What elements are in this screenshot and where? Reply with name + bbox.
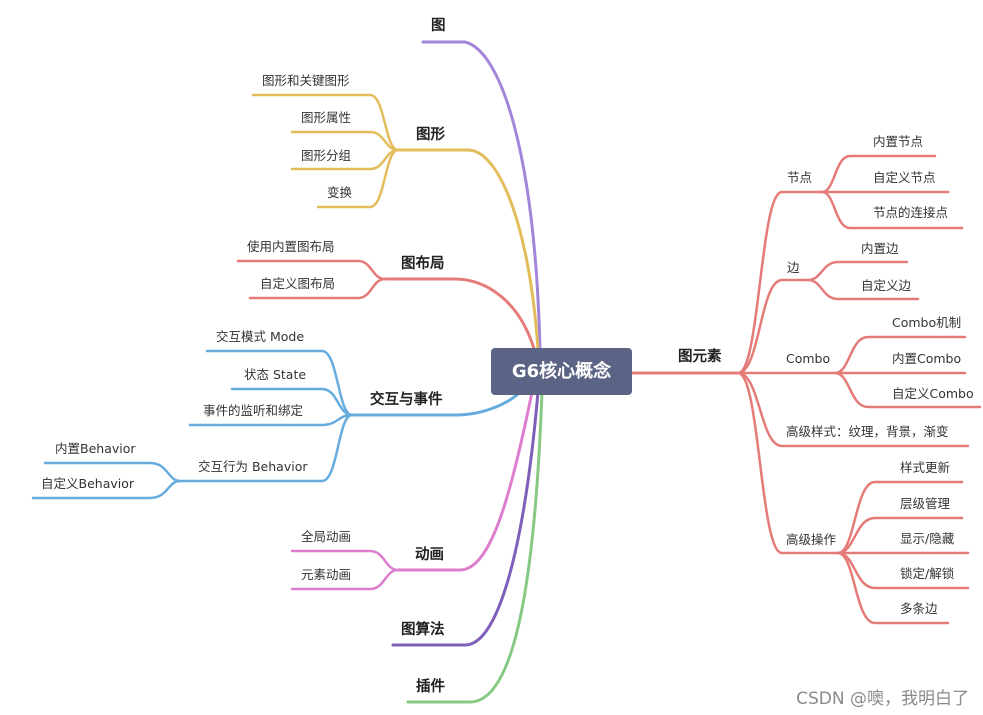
- leaf-ops-lock[interactable]: 锁定/解锁: [900, 566, 955, 581]
- leaf-edge-builtin[interactable]: 内置边: [861, 241, 899, 256]
- leaf-node-builtin[interactable]: 内置节点: [873, 134, 924, 149]
- leaf-ops-update[interactable]: 样式更新: [900, 460, 951, 475]
- sub-advanced-ops[interactable]: 高级操作: [786, 532, 837, 547]
- leaf-layout-custom[interactable]: 自定义图布局: [260, 276, 336, 291]
- leaf-interaction-mode[interactable]: 交互模式 Mode: [216, 329, 305, 344]
- branch-shape[interactable]: 图形: [416, 127, 445, 143]
- leaf-layout-builtin[interactable]: 使用内置图布局: [247, 239, 335, 254]
- sub-node[interactable]: 节点: [787, 170, 813, 185]
- leaf-edge-custom[interactable]: 自定义边: [861, 278, 912, 293]
- leaf-ops-multi-edge[interactable]: 多条边: [900, 601, 938, 616]
- branch-algorithm[interactable]: 图算法: [401, 622, 445, 638]
- branch-plugin[interactable]: 插件: [416, 679, 445, 695]
- leaf-behavior-builtin[interactable]: 内置Behavior: [55, 441, 136, 456]
- leaf-shape-group[interactable]: 图形分组: [301, 148, 352, 163]
- leaf-combo-builtin[interactable]: 内置Combo: [892, 351, 962, 366]
- connector-animation: [396, 390, 534, 572]
- leaf-combo-mechanism[interactable]: Combo机制: [892, 315, 962, 330]
- leaf-ops-zindex[interactable]: 层级管理: [900, 496, 951, 511]
- connector-shape: [396, 148, 540, 352]
- branch-animation[interactable]: 动画: [415, 547, 444, 563]
- branch-elements[interactable]: 图元素: [678, 349, 722, 365]
- connector-algorithm: [391, 390, 540, 647]
- root-node[interactable]: G6核心概念: [491, 348, 632, 395]
- leaf-ops-show-hide[interactable]: 显示/隐藏: [900, 531, 955, 546]
- leaf-shape-transform[interactable]: 变换: [327, 185, 353, 200]
- leaf-behavior-custom[interactable]: 自定义Behavior: [41, 476, 135, 491]
- sub-advanced-style[interactable]: 高级样式：纹理，背景，渐变: [786, 424, 949, 439]
- watermark: CSDN @噢，我明白了: [796, 689, 969, 709]
- branch-layout[interactable]: 图布局: [401, 256, 445, 272]
- leaf-animation-element[interactable]: 元素动画: [301, 567, 352, 582]
- leaf-shape-attrs[interactable]: 图形属性: [301, 110, 352, 125]
- leaf-node-custom[interactable]: 自定义节点: [873, 170, 936, 185]
- leaf-node-anchor[interactable]: 节点的连接点: [873, 205, 949, 220]
- leaf-interaction-state[interactable]: 状态 State: [244, 367, 307, 382]
- leaf-interaction-behavior[interactable]: 交互行为 Behavior: [198, 459, 308, 474]
- branch-interaction[interactable]: 交互与事件: [370, 392, 443, 408]
- leaf-interaction-events[interactable]: 事件的监听和绑定: [203, 403, 304, 418]
- leaf-shape-keyshape[interactable]: 图形和关键图形: [262, 73, 350, 88]
- leaf-animation-global[interactable]: 全局动画: [301, 529, 352, 544]
- branch-graph[interactable]: 图: [431, 18, 446, 34]
- sub-combo[interactable]: Combo: [786, 351, 831, 366]
- connector-layout: [383, 277, 537, 354]
- connector-graph: [421, 40, 542, 352]
- sub-edge[interactable]: 边: [787, 260, 800, 275]
- connector-plugin: [406, 390, 544, 704]
- leaf-combo-custom[interactable]: 自定义Combo: [892, 386, 974, 401]
